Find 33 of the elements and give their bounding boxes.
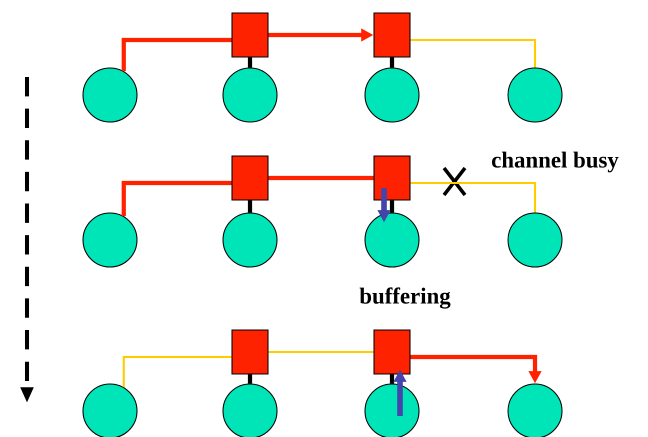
link-line	[248, 374, 252, 384]
station-circle	[364, 212, 420, 268]
station-circle	[507, 383, 563, 437]
link-line	[122, 180, 232, 216]
station-circle	[222, 212, 278, 268]
annotation-text: buffering	[360, 287, 450, 309]
link-line	[390, 58, 394, 68]
link-line	[268, 176, 374, 180]
bridge-box	[373, 155, 411, 201]
bridge-box	[231, 155, 269, 201]
link-line	[390, 200, 394, 212]
link-line	[122, 38, 232, 72]
station-circle	[364, 67, 420, 123]
link-line	[410, 38, 536, 68]
link-line	[248, 200, 252, 212]
bridge-box	[231, 12, 269, 58]
bridge-box	[373, 329, 411, 375]
station-circle	[82, 212, 138, 268]
bridge-box	[373, 12, 411, 58]
station-circle	[364, 383, 420, 437]
link-line	[248, 58, 252, 68]
station-circle	[507, 67, 563, 123]
station-circle	[222, 383, 278, 437]
station-circle	[82, 383, 138, 437]
link-line	[390, 374, 394, 384]
link-line	[268, 350, 374, 354]
station-circle	[222, 67, 278, 123]
station-circle	[507, 212, 563, 268]
station-circle	[82, 67, 138, 123]
link-line	[122, 356, 232, 388]
bridge-box	[231, 329, 269, 375]
annotation-text: channel busy	[492, 152, 619, 172]
link-line	[410, 182, 536, 212]
